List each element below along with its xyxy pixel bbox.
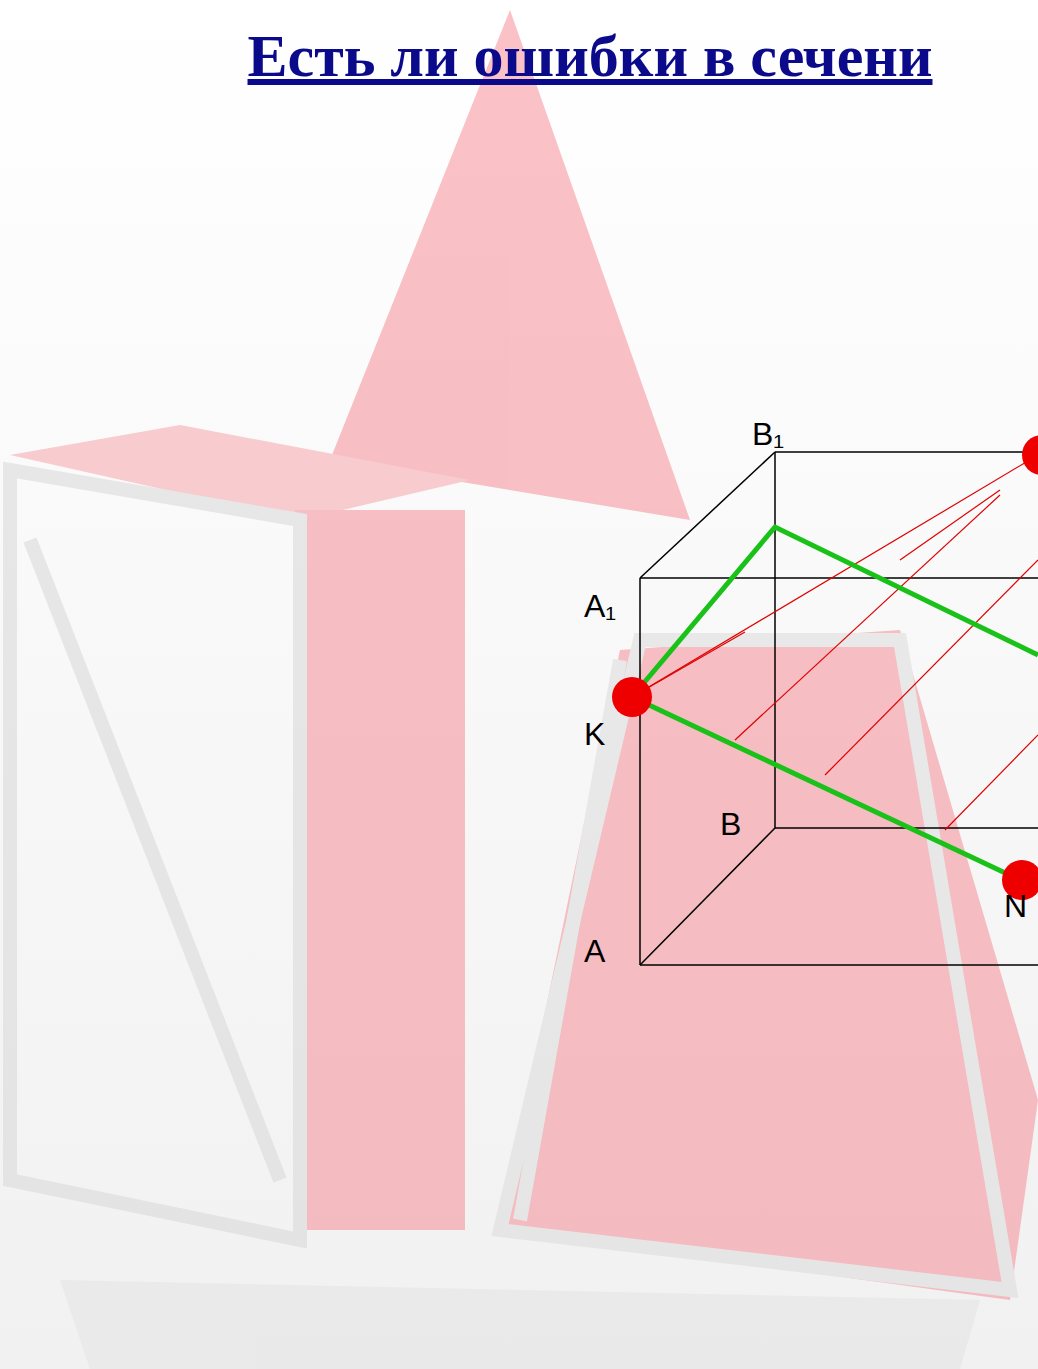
point-label: B [720, 808, 741, 840]
point-label: N [1004, 890, 1027, 922]
point-label: A [584, 935, 605, 967]
point-label: K [584, 718, 605, 750]
slide-title: Есть ли ошибки в сечени [150, 8, 1030, 104]
point-label: B₁ [752, 418, 784, 450]
point-label: A₁ [584, 590, 616, 622]
